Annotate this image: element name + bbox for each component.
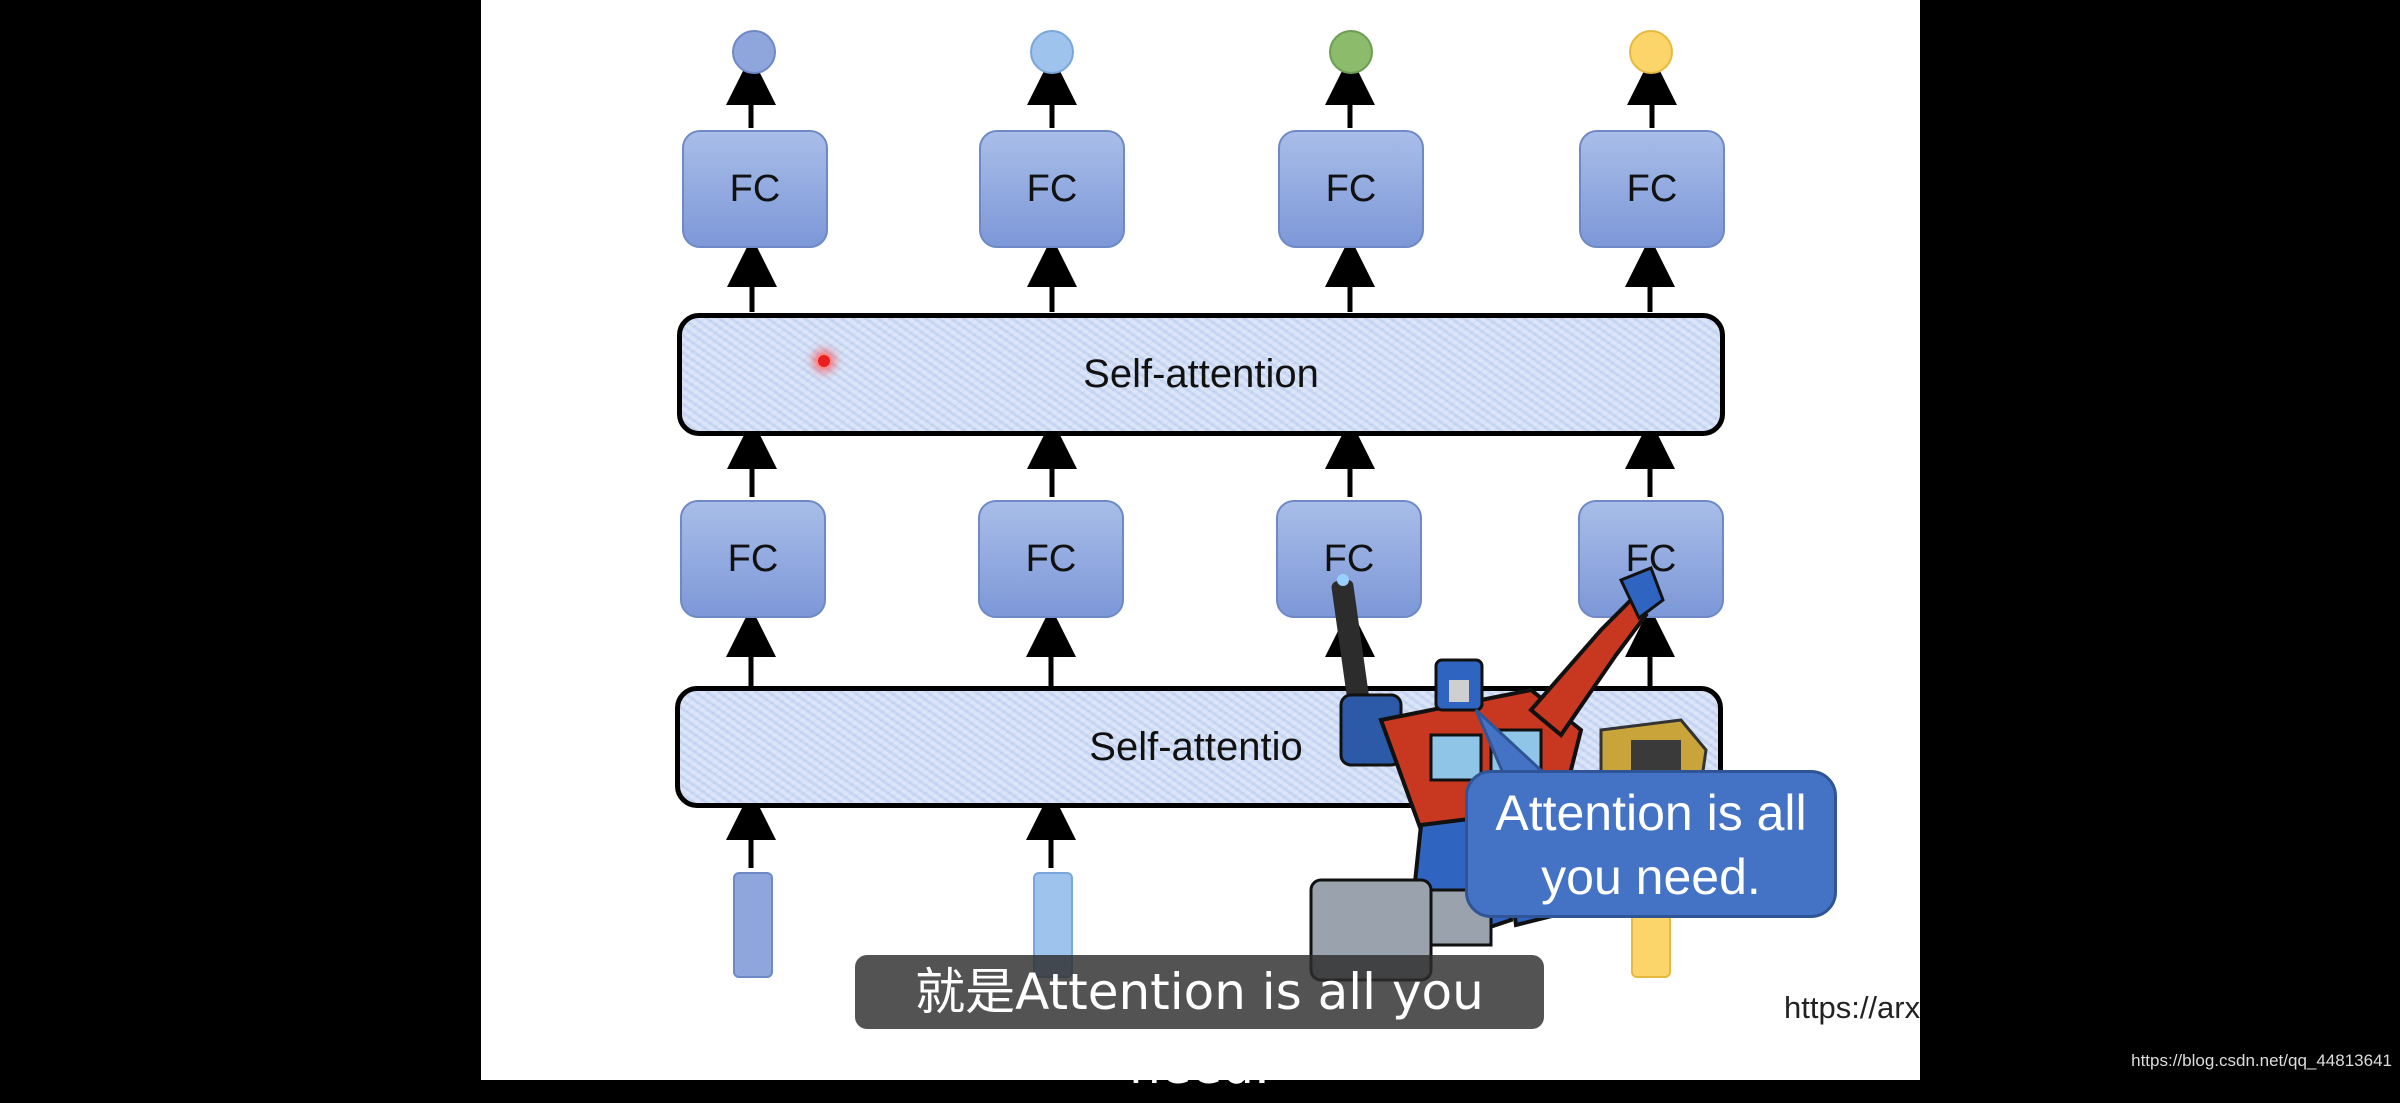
fc-block-top-2: FC [979, 130, 1125, 248]
self-attention-partial-label: Self-attentio [1089, 725, 1302, 770]
speech-bubble-line-1: Attention is all [1468, 781, 1834, 845]
fc-block-mid-1: FC [680, 500, 826, 618]
output-circle-4 [1629, 30, 1673, 74]
input-vector-1 [733, 872, 773, 978]
speech-bubble-line-2: you need. [1468, 845, 1834, 909]
laser-pointer-icon [816, 353, 832, 369]
watermark: https://blog.csdn.net/qq_44813641 [2131, 1051, 2392, 1071]
output-circle-1 [732, 30, 776, 74]
speech-bubble: Attention is all you need. [1465, 770, 1837, 918]
paper-url: https://arxiv.org/abs/1706.03762 [1784, 990, 1920, 1026]
self-attention-label: Self-attention [1083, 352, 1319, 397]
fc-block-top-1: FC [682, 130, 828, 248]
slide: FC FC FC FC Self-attention FC FC FC FC S… [481, 0, 1920, 1080]
self-attention-block-top: Self-attention [677, 313, 1725, 436]
fc-block-mid-2: FC [978, 500, 1124, 618]
output-circle-3 [1329, 30, 1373, 74]
output-circle-2 [1030, 30, 1074, 74]
fc-block-top-3: FC [1278, 130, 1424, 248]
fc-block-top-4: FC [1579, 130, 1725, 248]
video-subtitle: 就是Attention is all you need. [855, 955, 1544, 1029]
